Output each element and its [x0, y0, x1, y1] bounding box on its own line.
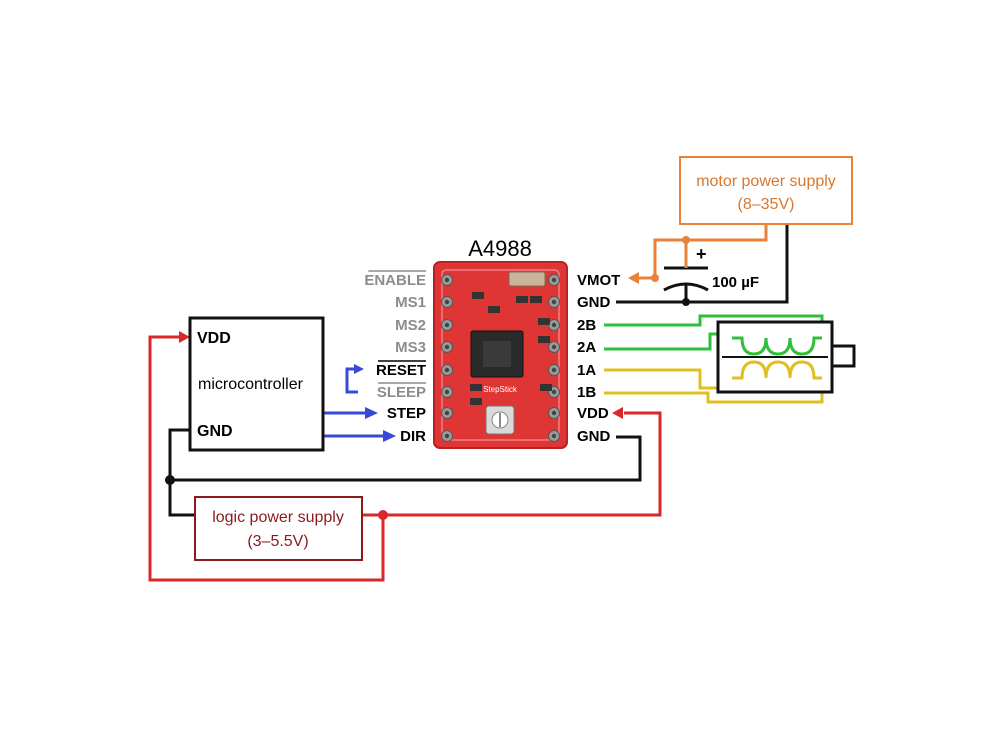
pin-label-1b-right: 1B: [577, 384, 596, 401]
gnd-wire-bottom: [170, 435, 642, 482]
header-pin-hole: [551, 410, 557, 416]
board-smd-part: [488, 306, 500, 313]
board-smd-capacitor: [508, 271, 546, 287]
pin-label-vmot-right: VMOT: [577, 272, 620, 289]
motor-supply-line1: motor power supply: [696, 173, 836, 190]
header-pin-hole: [444, 410, 450, 416]
vdd-arrow-left: [179, 331, 190, 343]
vdd-arrow-right: [612, 407, 623, 419]
board-smd-part: [538, 318, 550, 325]
coil-a-winding: [732, 360, 822, 380]
board-smd-part: [540, 384, 552, 391]
pin-label-ms1: MS1: [395, 294, 426, 311]
board-smd-part: [530, 296, 542, 303]
header-pin-hole: [551, 344, 557, 350]
board-inner-outline: [441, 269, 560, 441]
vmot-arrow: [628, 272, 639, 284]
ground-wires: [168, 225, 789, 517]
header-pin-hole: [444, 299, 450, 305]
logic-junction-dot: [378, 510, 388, 520]
capacitor-top-dot: [682, 236, 690, 244]
header-pin-hole: [551, 322, 557, 328]
header-pin-hole: [444, 322, 450, 328]
header-pin-hole: [444, 389, 450, 395]
stepper-motor: [716, 320, 856, 394]
chip-title: A4988: [468, 236, 532, 261]
pin-label-2a-right: 2A: [577, 339, 596, 356]
right-pin-labels: VMOT GND 2B 2A 1A 1B VDD GND: [577, 272, 620, 445]
motor-power-wires: [638, 225, 768, 280]
pin-label-gnd-right: GND: [577, 294, 611, 311]
wire-1a: [604, 368, 730, 390]
microcontroller-gnd-label: GND: [197, 423, 233, 440]
header-pin-hole: [444, 367, 450, 373]
logic-supply-box: [194, 496, 363, 561]
motor-shaft: [830, 344, 856, 368]
pin-label-1a-right: 1A: [577, 362, 596, 379]
logic-power-wires: [148, 335, 662, 582]
motor-supply-box: [679, 156, 853, 225]
left-header-pins: [441, 274, 453, 442]
capacitor: [663, 236, 709, 306]
board-smd-part: [516, 296, 528, 303]
a4988-board: StepStick: [433, 261, 568, 449]
pin-label-sleep: SLEEP: [377, 384, 426, 401]
dir-arrow: [383, 430, 396, 442]
logic-supply-line2: (3–5.5V): [247, 533, 308, 550]
pin-label-step: STEP: [387, 405, 426, 422]
microcontroller-box: [188, 316, 325, 452]
reset-sleep-jumper: [345, 367, 358, 394]
gnd-wire-loop: [168, 428, 195, 517]
capacitor-value: 100 µF: [712, 274, 759, 291]
header-pin-hole: [551, 367, 557, 373]
board-smd-part: [470, 384, 482, 391]
wire-1b: [604, 378, 824, 404]
motor-supply-line2: (8–35V): [738, 196, 795, 213]
board-smd-part: [470, 398, 482, 405]
reset-arrow: [354, 364, 364, 374]
pin-label-gnd-right: GND: [577, 428, 611, 445]
vdd-wire-left: [148, 335, 385, 582]
right-header-pins: [548, 274, 560, 442]
signal-wires: [323, 367, 384, 438]
header-pin-hole: [551, 299, 557, 305]
vmot-junction-dot: [651, 274, 659, 282]
header-pin-hole: [444, 344, 450, 350]
driver-ic-pad: [483, 341, 511, 367]
pin-label-dir: DIR: [400, 428, 426, 445]
header-pin-hole: [444, 433, 450, 439]
header-pin-hole: [444, 277, 450, 283]
gnd-wire-motor: [616, 225, 789, 304]
coil-b-winding: [732, 336, 822, 356]
pin-label-vdd-right: VDD: [577, 405, 609, 422]
step-arrow: [365, 407, 378, 419]
gnd-junction-dot: [165, 475, 175, 485]
pin-label-2b-right: 2B: [577, 317, 596, 334]
logic-supply-line1: logic power supply: [212, 509, 344, 526]
vdd-wire-right: [362, 411, 662, 517]
pin-label-enable: ENABLE: [364, 272, 426, 289]
pin-label-reset: RESET: [376, 362, 426, 379]
microcontroller-vdd-label: VDD: [197, 330, 231, 347]
pin-label-ms3: MS3: [395, 339, 426, 356]
vmot-wire: [638, 225, 768, 280]
capacitor-bottom-dot: [682, 298, 690, 306]
microcontroller-label: microcontroller: [198, 376, 304, 393]
board-silkscreen: StepStick: [483, 385, 518, 394]
pin-label-ms2: MS2: [395, 317, 426, 334]
header-pin-hole: [551, 389, 557, 395]
wire-2a: [604, 332, 732, 351]
header-pin-hole: [551, 277, 557, 283]
board-smd-part: [472, 292, 484, 299]
board-smd-part: [538, 336, 550, 343]
capacitor-polarity: +: [696, 244, 707, 264]
header-pin-hole: [551, 433, 557, 439]
